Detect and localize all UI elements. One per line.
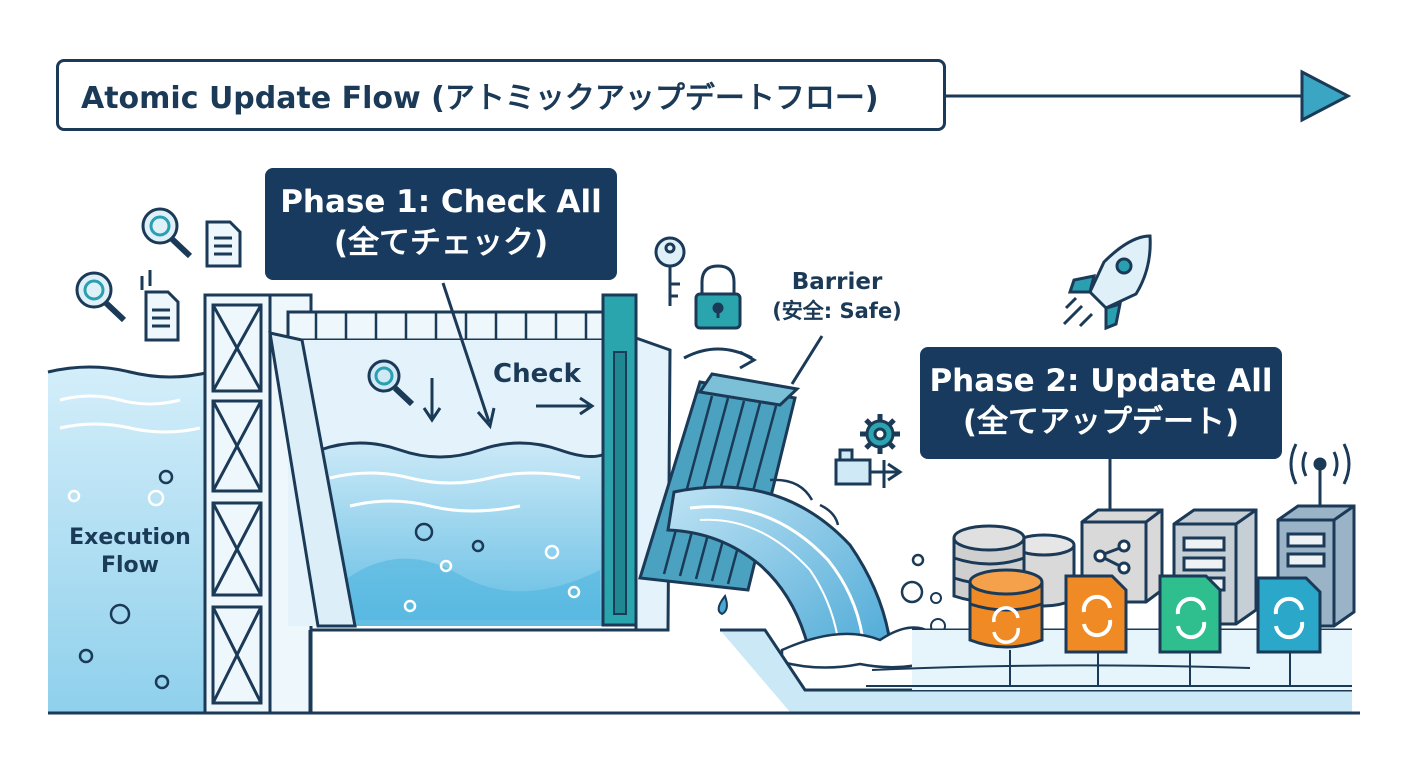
rocket-icon xyxy=(1062,234,1152,331)
header-arrow xyxy=(946,69,1352,123)
phase1-subtitle: (全てチェック) xyxy=(333,224,549,261)
barrier-label: Barrier (安全: Safe) xyxy=(752,268,922,325)
sync-database-orange xyxy=(968,568,1044,649)
phase1-title: Phase 1: Check All xyxy=(280,184,602,220)
upstream-water xyxy=(47,365,211,712)
execution-flow-line2: Flow xyxy=(100,552,159,578)
document-icon xyxy=(140,270,180,342)
document-icon xyxy=(205,220,242,268)
check-arrows xyxy=(422,282,595,430)
page-title: Atomic Update Flow (アトミックアップデートフロー) xyxy=(56,59,946,131)
magnifier-icon xyxy=(75,271,127,323)
sync-file-green xyxy=(1158,574,1222,654)
pipeline-icon xyxy=(834,448,903,488)
key-icon xyxy=(654,236,686,306)
barrier-pointer xyxy=(790,335,824,385)
barrier-title: Barrier xyxy=(791,269,883,295)
check-label: Check xyxy=(493,359,581,389)
sync-file-cyan xyxy=(1256,576,1322,654)
wireless-icon xyxy=(1289,443,1351,510)
gate-pillar xyxy=(601,293,672,632)
phase2-label-box: Phase 2: Update All (全てアップデート) xyxy=(920,347,1282,459)
phase2-subtitle: (全てアップデート) xyxy=(962,403,1240,440)
padlock-icon xyxy=(694,264,742,330)
flow-arrow xyxy=(683,347,758,370)
waterfall xyxy=(666,478,946,669)
magnifier-icon xyxy=(141,207,193,259)
sync-file-orange xyxy=(1064,574,1128,654)
phase1-label-box: Phase 1: Check All (全てチェック) xyxy=(265,168,617,280)
execution-flow-label: Execution Flow xyxy=(58,524,202,579)
magnifier-icon xyxy=(367,359,415,407)
barrier-subtitle: (安全: Safe) xyxy=(772,298,902,323)
check-chamber xyxy=(268,310,650,713)
execution-flow-line1: Execution xyxy=(69,525,191,550)
gear-icon xyxy=(860,414,900,454)
phase2-title: Phase 2: Update All xyxy=(929,363,1273,399)
